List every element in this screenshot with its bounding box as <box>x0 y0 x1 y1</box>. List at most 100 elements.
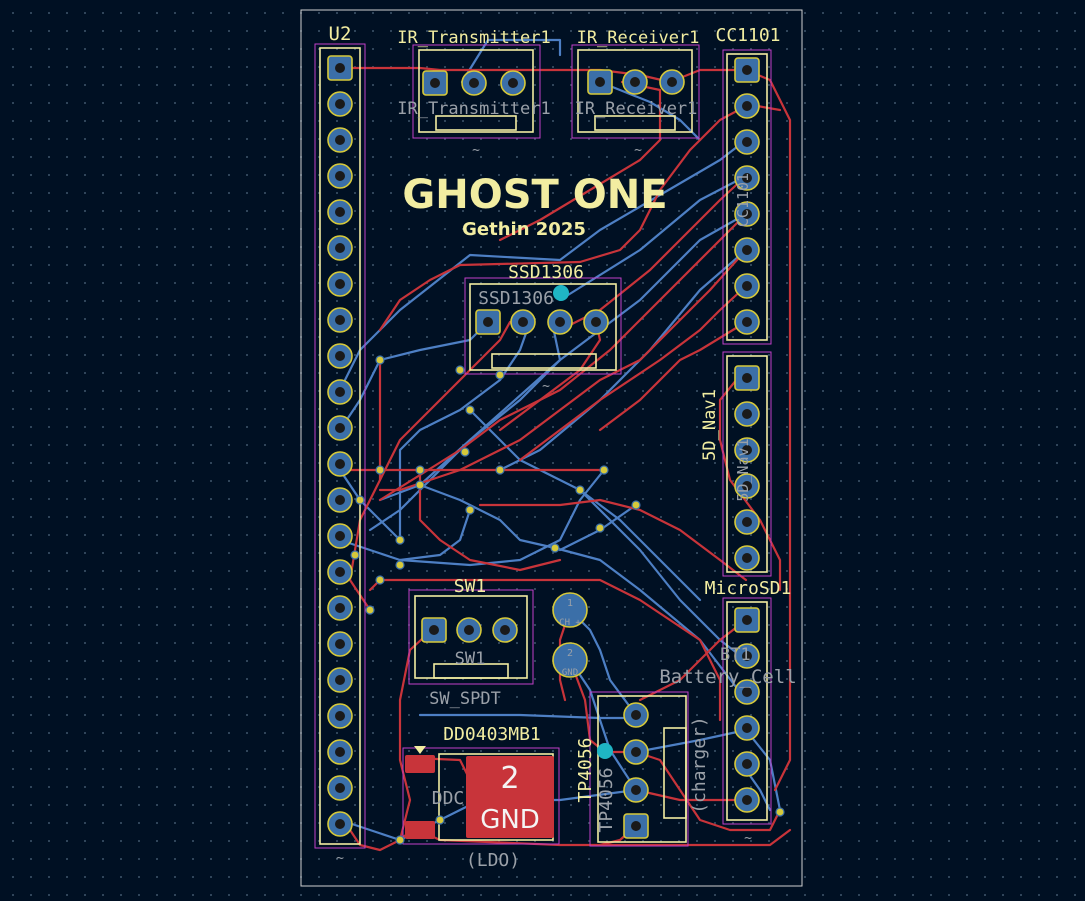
ldo-pad-3 <box>405 821 435 839</box>
u2-hole-19 <box>335 711 345 721</box>
via <box>460 447 470 457</box>
ssd1306-hole-1 <box>483 317 493 327</box>
u2-hole-3 <box>335 135 345 145</box>
cc1101-value: CC1101 <box>734 173 752 227</box>
nav-header: 5D_Nav1 5D_Nav1 <box>700 351 772 577</box>
u2-tilde: ~ <box>336 851 344 866</box>
via <box>395 560 405 570</box>
via <box>375 355 385 365</box>
via <box>435 815 445 825</box>
microsd-hole-4 <box>742 723 752 733</box>
nav-hole-6 <box>742 553 752 563</box>
ir-rx-hole-3 <box>667 77 677 87</box>
ssd1306-hole-2 <box>518 317 528 327</box>
cc1101-hole-2 <box>742 101 752 111</box>
via <box>375 575 385 585</box>
via <box>550 543 560 553</box>
microsd-tilde: ~ <box>744 831 752 846</box>
cc1101-hole-1 <box>742 65 752 75</box>
ir-rx-hole-2 <box>630 77 640 87</box>
nav-pads <box>734 365 760 571</box>
ir-tx-ref: IR_Transmitter1 <box>397 28 551 48</box>
cc1101-pads <box>734 57 760 335</box>
tp4056-tab <box>663 727 687 819</box>
ssd1306-hole-4 <box>591 317 601 327</box>
ir-tx-value: IR_Transmitter1 <box>397 99 551 119</box>
microsd-courtyard <box>722 597 772 825</box>
ir-tx-tab <box>435 115 517 131</box>
board-edge <box>300 9 803 887</box>
u2-hole-17 <box>335 639 345 649</box>
bt-ref: BT1 <box>720 645 751 665</box>
u2-hole-15 <box>335 567 345 577</box>
ssd1306-courtyard <box>464 277 622 375</box>
nav-hole-5 <box>742 517 752 527</box>
bt-pad1-label: CH + <box>559 618 581 628</box>
microsd-hole-3 <box>742 687 752 697</box>
u2-pads <box>327 55 353 837</box>
ssd1306-tab <box>491 353 597 369</box>
ldo-value: DDC <box>432 788 465 809</box>
ldo-module: 2 GND DD0403MB1 DDC (LDO) <box>402 724 560 871</box>
cc1101-ref: CC1101 <box>715 25 780 46</box>
tp4056-note: (charger) <box>689 716 710 814</box>
via <box>465 505 475 515</box>
microsd-hole-2 <box>742 651 752 661</box>
fiducial-bottom <box>597 743 613 759</box>
ldo-pin1-marker <box>414 746 426 754</box>
ldo-pad2-net: GND <box>480 805 540 835</box>
cc1101-hole-7 <box>742 281 752 291</box>
u2-hole-10 <box>335 387 345 397</box>
via <box>575 485 585 495</box>
ldo-note: (LDO) <box>466 850 520 871</box>
via <box>355 495 365 505</box>
cc1101-outline <box>726 53 768 341</box>
tp4056-hole-1 <box>631 710 641 720</box>
u2-ref: U2 <box>329 23 352 45</box>
u2-hole-14 <box>335 531 345 541</box>
via <box>395 835 405 845</box>
u2-hole-12 <box>335 459 345 469</box>
sw1-ref: SW1 <box>454 576 487 597</box>
sw1-switch: SW1 SW1 SW_SPDT <box>408 576 534 709</box>
cc1101-hole-6 <box>742 245 752 255</box>
microsd-hole-5 <box>742 759 752 769</box>
tp4056-module: TP4056 TP4056 (charger) <box>575 691 710 847</box>
ir-tx-hole-1 <box>430 78 440 88</box>
via <box>775 807 785 817</box>
u2-hole-6 <box>335 243 345 253</box>
board-subtitle: Gethin 2025 <box>462 219 586 240</box>
u2-hole-21 <box>335 783 345 793</box>
u2-hole-1 <box>335 63 345 73</box>
ir-rx-ref: IR_Receiver1 <box>577 28 700 48</box>
ssd1306-tilde: ~ <box>542 379 550 394</box>
u2-hole-13 <box>335 495 345 505</box>
via <box>599 465 609 475</box>
ldo-pad-1 <box>405 755 435 773</box>
ir-rx-value: IR_Receiver1 <box>575 99 698 119</box>
via <box>415 480 425 490</box>
nav-outline <box>726 355 768 573</box>
u2-hole-2 <box>335 99 345 109</box>
vias <box>350 355 785 845</box>
via <box>415 465 425 475</box>
u2-hole-9 <box>335 351 345 361</box>
ldo-pad2-num: 2 <box>500 761 519 796</box>
sw1-hole-1 <box>429 625 439 635</box>
ir-tx-tilde: ~ <box>472 143 480 158</box>
nav-hole-3 <box>742 445 752 455</box>
nav-hole-4 <box>742 481 752 491</box>
via <box>350 550 360 560</box>
bt-pad-2 <box>552 642 588 678</box>
ssd1306-value: SSD1306 <box>478 288 554 309</box>
via <box>455 365 465 375</box>
ir-tx-hole-2 <box>469 78 479 88</box>
ir-rx-tilde: ~ <box>634 143 642 158</box>
via <box>365 605 375 615</box>
ldo-courtyard <box>402 747 560 845</box>
u2-hole-11 <box>335 423 345 433</box>
nav-ref: 5D_Nav1 <box>700 389 720 461</box>
nav-hole-2 <box>742 409 752 419</box>
tp4056-hole-3 <box>631 785 641 795</box>
